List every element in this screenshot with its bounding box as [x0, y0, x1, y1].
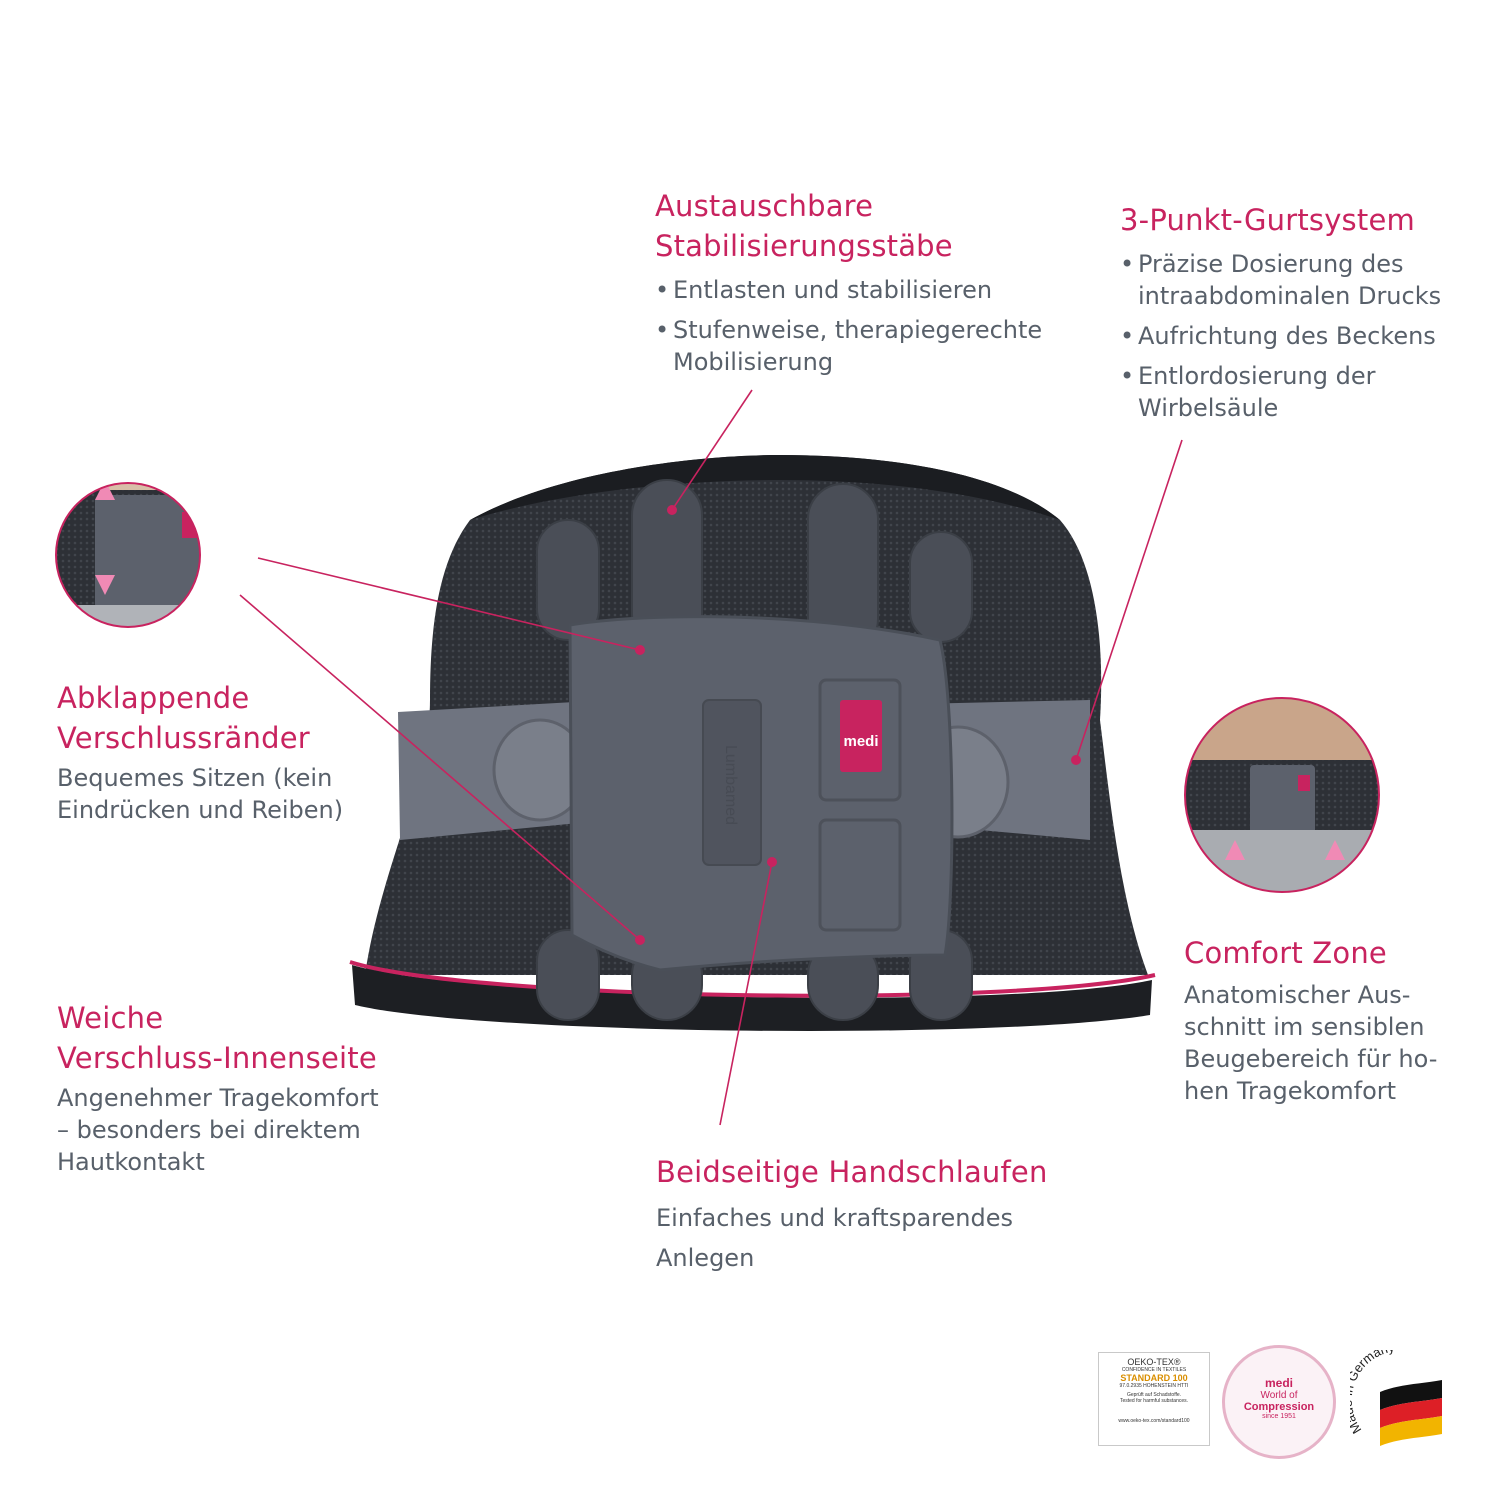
stabilizer-stays [536, 479, 973, 1021]
badge-line: CONFIDENCE IN TEXTILES [1121, 1367, 1187, 1373]
badge-line: Tested for harmful substances. [1119, 1398, 1189, 1404]
callout-dots [635, 505, 1081, 945]
feature-title: Austauschbare Stabilisierungsstäbe [655, 189, 953, 263]
feature-title: Beidseitige Handschlaufen [656, 1155, 1048, 1189]
badge-line: medi [1264, 1376, 1293, 1390]
badge-line: STANDARD 100 [1120, 1373, 1188, 1383]
feature-description: Anatomischer Aus- schnitt im sensiblen B… [1184, 981, 1438, 1105]
fold-edge-detail-circle [55, 482, 201, 628]
comfort-zone-detail-circle [1184, 697, 1380, 893]
bullet-item: •Stufenweise, therapiegerechte Mobilisie… [655, 316, 1043, 376]
badge-line: OEKO-TEX® [1127, 1357, 1181, 1367]
feature-description: Angenehmer Tragekomfort – besonders bei … [57, 1084, 379, 1176]
bullet-item: •Entlasten und stabilisieren [655, 276, 993, 304]
feature-comfort-zone: Comfort Zone Anatomischer Aus- schnitt i… [1184, 933, 1484, 1107]
badge-line: Compression [1243, 1401, 1315, 1413]
feature-title: Comfort Zone [1184, 936, 1387, 970]
feature-stabilizers: Austauschbare Stabilisierungsstäbe •Entl… [655, 186, 1075, 386]
feature-title: Abklappende Verschlussränder [57, 681, 310, 755]
badge-line: Geprüft auf Schadstoffe. [1126, 1392, 1182, 1398]
feature-fold-edges: Abklappende Verschlussränder Bequemes Si… [57, 678, 377, 826]
feature-description: Bequemes Sitzen (kein Eindrücken und Rei… [57, 764, 344, 824]
embossed-brand: Lumbamed [722, 745, 739, 825]
feature-description: Einfaches und kraftsparendes Anlegen [656, 1204, 1013, 1272]
badge-line: 97.0.2935 HOHENSTEIN HTTI [1119, 1383, 1189, 1389]
bullet-item: •Aufrichtung des Beckens [1120, 322, 1436, 350]
feature-bullets: •Entlasten und stabilisieren •Stufenweis… [655, 274, 1075, 378]
feature-title: 3-Punkt-Gurtsystem [1120, 203, 1415, 237]
medi-logo: medi [843, 733, 878, 750]
feature-bullets: •Präzise Dosierung des intraabdominalen … [1120, 248, 1460, 424]
feature-strap-system: 3-Punkt-Gurtsystem •Präzise Dosierung de… [1120, 200, 1460, 432]
badge-line: World of [1260, 1390, 1298, 1401]
feature-hand-loops: Beidseitige Handschlaufen Einfaches und … [656, 1152, 1056, 1278]
feature-soft-inside: Weiche Verschluss-Innenseite Angenehmer … [57, 998, 397, 1178]
badge-line: since 1951 [1262, 1413, 1296, 1420]
feature-title: Weiche Verschluss-Innenseite [57, 1001, 377, 1075]
world-of-compression-badge: medi World of Compression since 1951 [1222, 1345, 1336, 1459]
made-in-germany-badge: Made in Germany [1340, 1339, 1450, 1450]
oeko-tex-badge: OEKO-TEX® CONFIDENCE IN TEXTILES STANDAR… [1098, 1352, 1210, 1446]
bullet-item: •Präzise Dosierung des intraabdominalen … [1120, 250, 1442, 310]
badge-line: www.oeko-tex.com/standard100 [1118, 1418, 1190, 1424]
bullet-item: •Entlordosierung der Wirbelsäule [1120, 362, 1376, 422]
center-panel: medi Lumbamed [568, 615, 954, 972]
callout-lines [239, 389, 1183, 1126]
